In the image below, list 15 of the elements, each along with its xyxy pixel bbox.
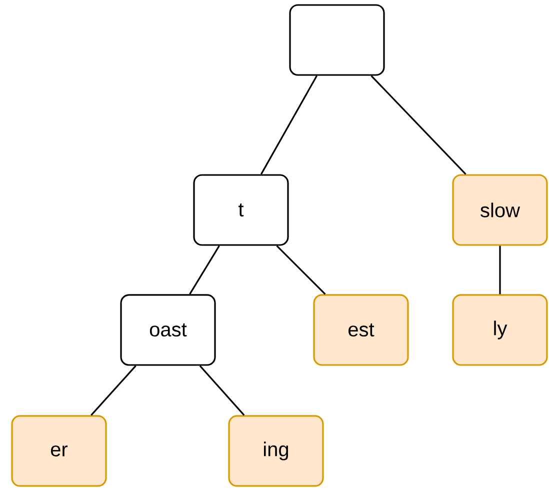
text-box: slow: [452, 174, 548, 246]
text-box: ing: [228, 415, 324, 487]
text-box: oast: [120, 294, 216, 366]
text-box: est: [313, 294, 409, 366]
text-box: ly: [452, 294, 548, 366]
connector-line: [199, 365, 245, 416]
text-box: t: [193, 174, 289, 246]
connector-line: [499, 246, 501, 294]
connector-line: [189, 245, 220, 295]
connector-line: [370, 75, 466, 175]
connector-line: [90, 365, 136, 416]
text-box: er: [11, 415, 107, 487]
empty-box: [289, 4, 385, 76]
connector-line: [276, 245, 326, 295]
connector-line: [260, 75, 318, 175]
